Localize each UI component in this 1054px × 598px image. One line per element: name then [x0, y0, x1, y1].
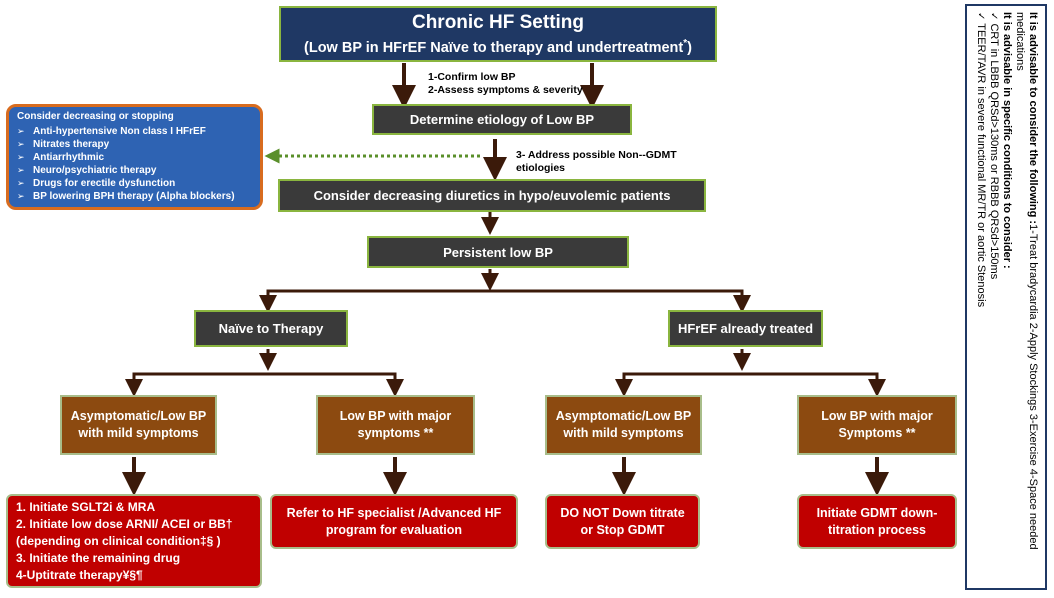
- step-2-condition: (depending on clinical condition‡§ ): [16, 533, 221, 548]
- split-bar-treated: [622, 372, 879, 384]
- step-1: 1. Initiate SGLT2i & MRA: [16, 499, 156, 514]
- consider-item: Nitrates therapy: [17, 138, 252, 151]
- title-main: Chronic HF Setting: [411, 11, 585, 33]
- side-note-specific: It is advisable in specific conditions t…: [1001, 12, 1013, 269]
- asymptomatic-naive-box: Asymptomatic/Low BP with mild symptoms: [60, 395, 217, 455]
- step-2: 2. Initiate low dose ARNI/ ACEI or BB†: [16, 516, 233, 531]
- determine-etiology-box: Determine etiology of Low BP: [372, 104, 632, 135]
- side-note-crt: ✓ CRT in LBBB QRSd>130ms or RBBB QRSd>15…: [988, 12, 1000, 280]
- check-icon: ✓: [975, 12, 986, 21]
- side-note-teer: ✓ TEER/TAVR in severe functional MR/TR o…: [975, 12, 987, 308]
- naive-to-therapy-box: Naïve to Therapy: [194, 310, 348, 347]
- flowchart-connectors: [122, 63, 889, 496]
- major-symptoms-treated-box: Low BP with major Symptoms **: [797, 395, 957, 455]
- initiate-downtitration-box: Initiate GDMT down- titration process: [797, 494, 957, 549]
- step-4: 4-Uptitrate therapy¥§¶: [16, 567, 143, 582]
- consider-item: Neuro/psychiatric therapy: [17, 164, 252, 177]
- refer-specialist-box: Refer to HF specialist /Advanced HF prog…: [270, 494, 518, 549]
- diuretics-box: Consider decreasing diuretics in hypo/eu…: [278, 179, 706, 212]
- consider-item: Anti-hypertensive Non class I HFrEF: [17, 125, 252, 138]
- side-notes-text: It is advisable to consider the followin…: [965, 12, 1039, 586]
- check-icon: ✓: [988, 12, 999, 21]
- hfref-treated-box: HFrEF already treated: [668, 310, 823, 347]
- side-note-general: It is advisable to consider the followin…: [1014, 12, 1039, 550]
- consider-item: Antiarrhythmic: [17, 151, 252, 164]
- consider-list: Anti-hypertensive Non class I HFrEF Nitr…: [17, 125, 252, 203]
- annotation-confirm-assess: 1-Confirm low BP 2-Assess symptoms & sev…: [428, 71, 583, 96]
- split-bar-main: [266, 289, 744, 300]
- do-not-down-titrate-box: DO NOT Down titrate or Stop GDMT: [545, 494, 700, 549]
- title-subtitle: (Low BP in HFrEF Naïve to therapy and un…: [304, 37, 692, 56]
- persistent-low-bp-box: Persistent low BP: [367, 236, 629, 268]
- step-3: 3. Initiate the remaining drug: [16, 550, 181, 565]
- consider-heading: Consider decreasing or stopping: [17, 111, 174, 122]
- naive-steps-box: 1. Initiate SGLT2i & MRA 2. Initiate low…: [6, 494, 262, 588]
- asymptomatic-treated-box: Asymptomatic/Low BP with mild symptoms: [545, 395, 702, 455]
- annotation-address: 3- Address possible Non--GDMT etiologies: [516, 149, 677, 174]
- major-symptoms-naive-box: Low BP with major symptoms **: [316, 395, 475, 455]
- split-bar-naive: [132, 372, 397, 384]
- side-notes-panel: It is advisable to consider the followin…: [965, 4, 1047, 590]
- consider-item: BP lowering BPH therapy (Alpha blockers): [17, 190, 252, 203]
- consider-stopping-box: Consider decreasing or stopping Anti-hyp…: [6, 104, 263, 210]
- title-box: Chronic HF Setting (Low BP in HFrEF Naïv…: [279, 6, 717, 62]
- consider-item: Drugs for erectile dysfunction: [17, 177, 252, 190]
